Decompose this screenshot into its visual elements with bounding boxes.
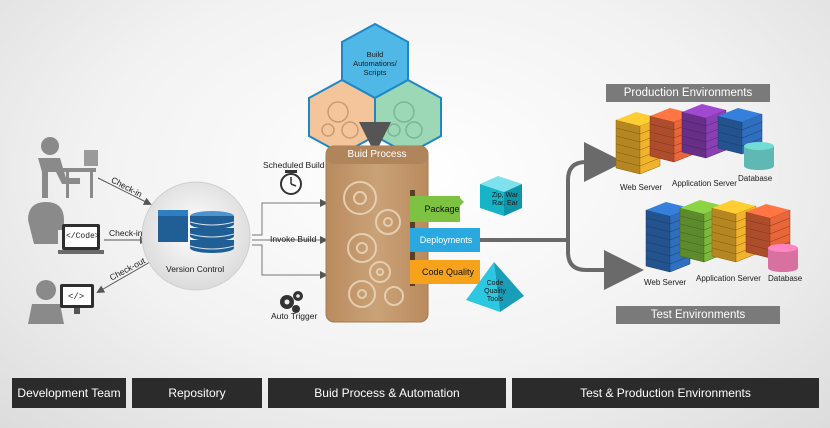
prod-app-server-label: Application Server	[672, 179, 737, 188]
test-database-icon	[768, 244, 798, 272]
test-server-red	[745, 204, 791, 259]
test-web-server-label: Web Server	[644, 278, 687, 287]
quality-pyramid-icon	[466, 262, 524, 312]
test-title-bar: Test Environments	[616, 306, 780, 324]
build-automation-label: Build Automations/ Scripts	[353, 50, 397, 77]
code-screen-text: </Code>	[66, 232, 100, 241]
developer-monitor-icon	[28, 280, 94, 324]
prod-server-blue	[717, 108, 763, 155]
auto-trigger-label: Auto Trigger	[271, 311, 318, 321]
build-process-title: Buid Process	[347, 149, 407, 160]
deployments-chip: Deployments	[419, 235, 473, 245]
production-servers	[615, 104, 774, 175]
test-servers	[645, 200, 798, 273]
footer-development-team: Development Team	[12, 378, 126, 408]
to-production-arrow	[566, 142, 624, 240]
auto-connector	[252, 244, 328, 279]
checkout-arrow	[96, 261, 151, 293]
checkin-arrow-1	[97, 177, 152, 205]
code-screen-text-2: </>	[68, 292, 85, 302]
checkin-label-2: Check-in	[109, 228, 143, 238]
prod-database-label: Database	[738, 174, 773, 183]
footer-build-automation: Buid Process & Automation	[268, 378, 506, 408]
build-automation-hexagons	[308, 22, 442, 156]
production-title-bar: Production Environments	[606, 84, 770, 102]
gears-icon	[280, 291, 303, 313]
build-gears-icon	[343, 181, 404, 308]
footer-environments: Test & Production Environments	[512, 378, 819, 408]
archive-cube-icon	[480, 176, 522, 216]
prod-web-server-label: Web Server	[620, 183, 663, 192]
test-database-label: Database	[768, 274, 803, 283]
package-chip: Package	[424, 204, 460, 214]
clock-icon	[280, 170, 302, 195]
footer-repository: Repository	[132, 378, 262, 408]
developer-desk-icon	[38, 137, 98, 198]
to-test-arrow	[566, 240, 644, 290]
prod-database-icon	[744, 142, 774, 170]
version-control-icon	[141, 181, 251, 291]
scheduled-build-label: Scheduled Build	[263, 160, 325, 170]
quality-tools-label: Code Quality Tools	[484, 280, 506, 303]
developer-laptop-icon	[28, 202, 104, 254]
code-quality-chip: Code Quality	[421, 267, 475, 277]
invoke-build-label: Invoke Build	[270, 234, 317, 244]
scheduled-connector	[252, 199, 328, 236]
test-app-server-label: Application Server	[696, 274, 761, 283]
version-control-label: Version Control	[166, 264, 225, 274]
archive-label: Zip, War Rar, Ear	[491, 192, 519, 207]
